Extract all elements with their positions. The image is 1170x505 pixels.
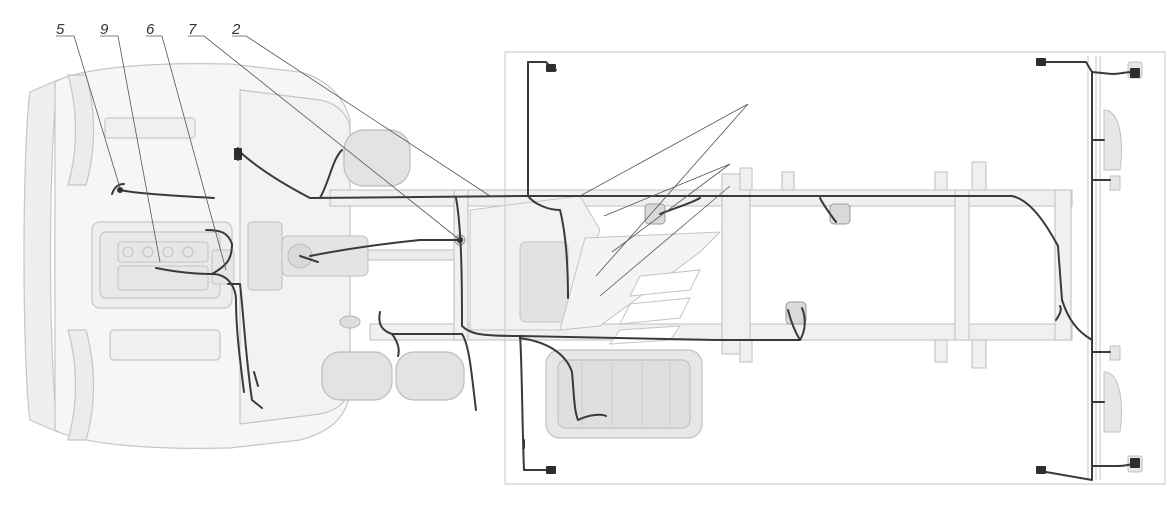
fuel-tank bbox=[545, 349, 703, 439]
small-tank bbox=[339, 315, 361, 329]
air-tank-upper bbox=[343, 129, 411, 187]
leader-lines bbox=[56, 35, 749, 297]
air-tank-lower-right bbox=[395, 351, 465, 401]
brake-chambers bbox=[454, 203, 851, 325]
rear-lamp-upper bbox=[1103, 109, 1122, 171]
callout-6: 6 bbox=[146, 21, 155, 38]
callout-7: 7 bbox=[188, 21, 197, 38]
transfer-case bbox=[469, 195, 722, 345]
engine-block bbox=[117, 241, 235, 291]
marker-upper bbox=[1109, 175, 1121, 191]
rear-lamp-lower bbox=[1103, 371, 1122, 433]
harness-connectors bbox=[117, 58, 1140, 474]
air-tanks bbox=[321, 129, 465, 401]
callout-9: 9 bbox=[100, 21, 109, 38]
air-tank-lower-left bbox=[321, 351, 393, 401]
wiring-harness bbox=[111, 61, 1133, 481]
rear-lamps bbox=[1103, 61, 1143, 473]
gearbox bbox=[247, 221, 459, 291]
cargo-platform bbox=[504, 51, 1166, 485]
callout-2: 2 bbox=[231, 21, 241, 38]
callout-5: 5 bbox=[56, 21, 65, 38]
marker-lower bbox=[1109, 345, 1121, 361]
chassis-frame bbox=[329, 161, 1073, 369]
